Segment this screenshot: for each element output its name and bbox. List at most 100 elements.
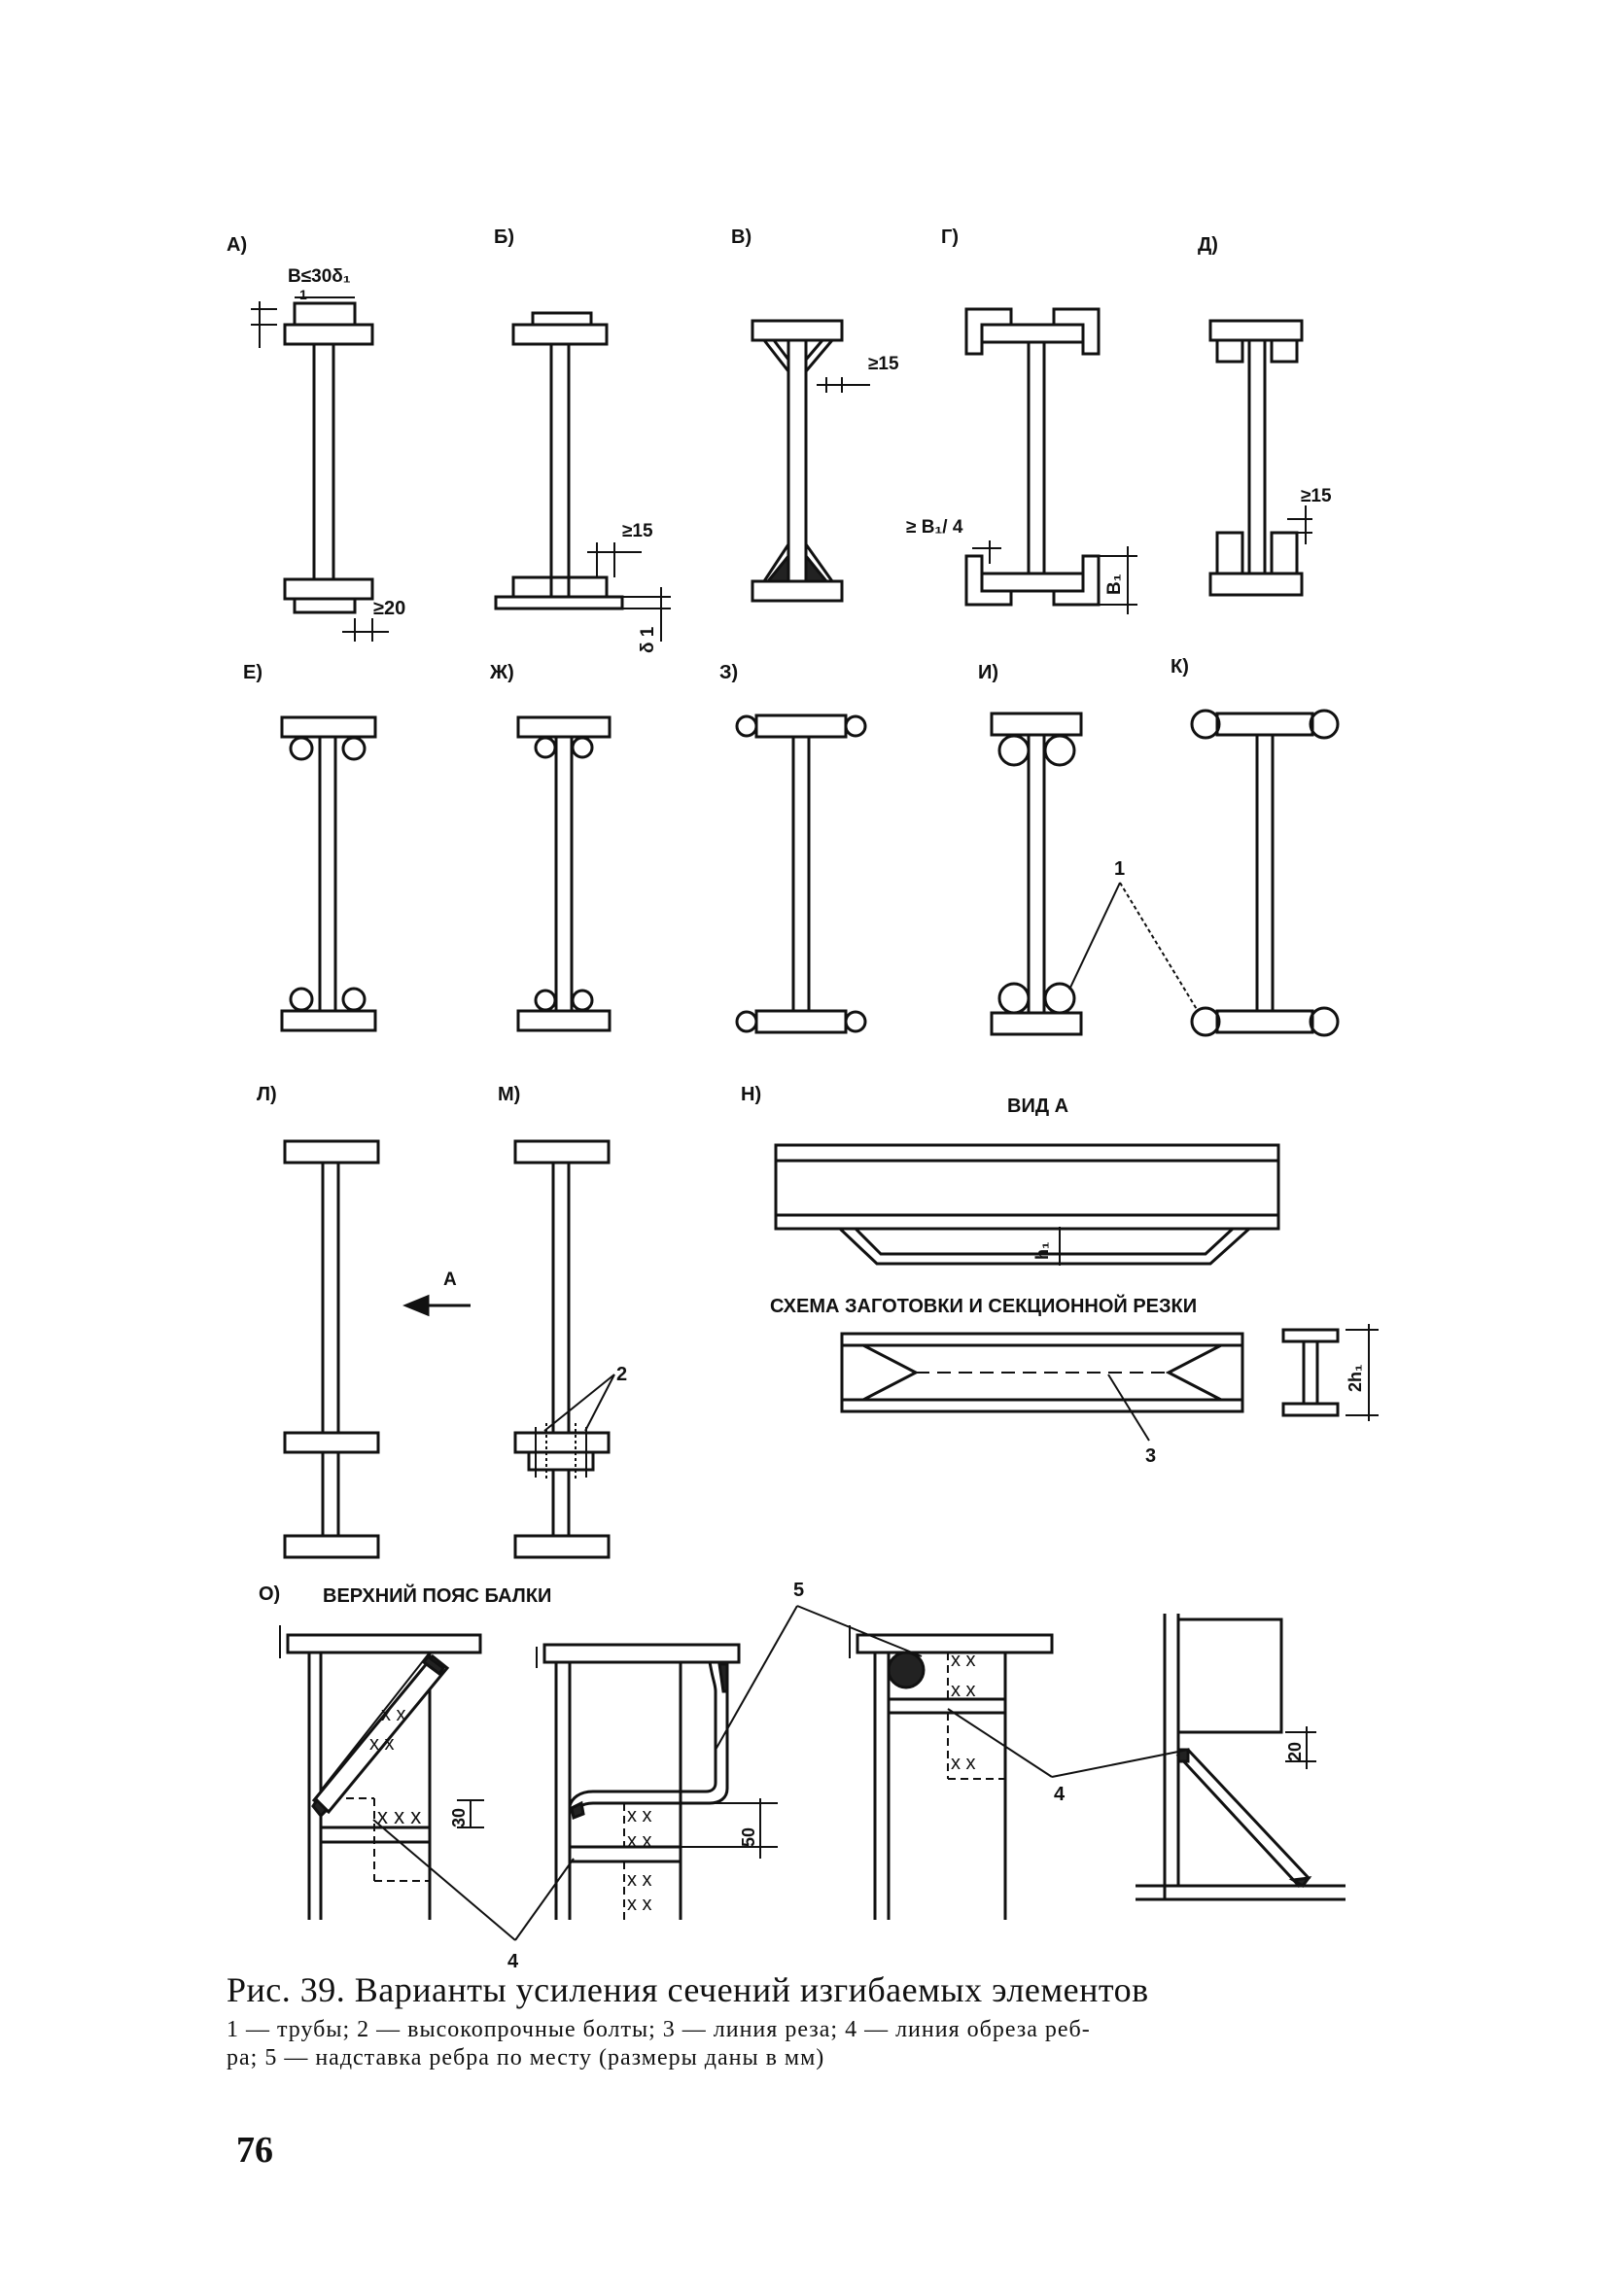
- dim-v-ge15: ≥15: [868, 354, 899, 374]
- pipe-icon: [571, 736, 594, 759]
- dim-a-width: B≤30δ₁: [288, 266, 351, 287]
- section-e: [280, 715, 377, 1032]
- dim-o-30: 30: [449, 1808, 469, 1827]
- dim-n-h1: h₁: [1032, 1242, 1052, 1260]
- pipe-icon: [289, 987, 314, 1012]
- callout-numbers: 1 2 3 4 4 5: [507, 858, 1156, 1972]
- section-i: [990, 712, 1083, 1036]
- pipe-icon: [844, 1010, 867, 1033]
- panel-label-n: Н): [741, 1084, 761, 1105]
- svg-text:x x: x x: [951, 1680, 976, 1701]
- dim-o-50: 50: [739, 1827, 758, 1847]
- arrow-a-label: А: [443, 1270, 457, 1290]
- svg-text:x x: x x: [627, 1805, 652, 1826]
- caption-legend: 1 — трубы; 2 — высокопрочные болты; 3 — …: [227, 2016, 1374, 2072]
- section-z: [735, 713, 867, 1034]
- svg-text:x x: x x: [627, 1894, 652, 1915]
- detail-o1: [279, 1625, 484, 1920]
- weld-marks-o2: x x x x x x x x: [627, 1805, 652, 1915]
- view-a-label: ВИД А: [1007, 1096, 1068, 1117]
- pipe-icon: [534, 989, 557, 1012]
- top-chord-label: ВЕРХНИЙ ПОЯС БАЛКИ: [323, 1583, 551, 1607]
- weld-marks-o3: x x x x x x: [951, 1650, 976, 1774]
- pipe-icon: [1043, 734, 1076, 767]
- panel-label-a: А): [227, 234, 247, 256]
- panel-label-o: О): [259, 1583, 280, 1605]
- panel-label-k: К): [1171, 656, 1189, 678]
- pipe-icon: [341, 987, 367, 1012]
- caption-legend-line1: 1 — трубы; 2 — высокопрочные болты; 3 — …: [227, 2017, 1091, 2042]
- section-zh: [516, 715, 612, 1032]
- detail-o3: [849, 1625, 1054, 1920]
- scheme-label: СХЕМА ЗАГОТОВКИ И СЕКЦИОННОЙ РЕЗКИ: [770, 1294, 1197, 1317]
- dim-b-delta1: δ 1: [638, 626, 658, 653]
- weld-blob-icon: [887, 1651, 926, 1689]
- dim-o-20: 20: [1285, 1742, 1305, 1761]
- svg-text:x x: x x: [369, 1733, 395, 1755]
- dim-g-geb14: ≥ B₁/ 4: [906, 517, 963, 538]
- pipe-icon: [534, 736, 557, 759]
- callout-5: 5: [793, 1580, 804, 1601]
- pipe-icon: [735, 1010, 758, 1033]
- pipe-icon: [1190, 709, 1221, 740]
- panel-labels: А) Б) В) Г) Д) Е) Ж) З) И) К) Л) М) Н) О…: [227, 226, 1218, 1605]
- dimension-labels: B≤30δ₁ 1 ≥20 ≥15 δ 1 ≥15 ≥ B₁/ 4 B₁ ≥15 …: [288, 266, 1365, 1847]
- svg-text:x x: x x: [627, 1869, 652, 1891]
- dim-b-ge15: ≥15: [622, 521, 653, 541]
- pipe-icon: [997, 982, 1031, 1015]
- callout-4a: 4: [507, 1951, 519, 1972]
- panel-label-i: И): [978, 662, 998, 683]
- panel-label-g: Г): [941, 226, 959, 248]
- callout-1: 1: [1114, 858, 1125, 880]
- section-b: [494, 311, 671, 642]
- dim-a-one: 1: [299, 287, 307, 302]
- dim-n-2h1: 2h₁: [1346, 1365, 1365, 1392]
- section-g: [964, 307, 1137, 614]
- pipe-icon: [571, 989, 594, 1012]
- pipe-icon: [735, 714, 758, 738]
- section-m: [513, 1139, 615, 1559]
- dim-g-b1: B₁: [1104, 574, 1125, 595]
- panel-label-d: Д): [1198, 234, 1218, 256]
- pipe-icon: [997, 734, 1031, 767]
- detail-o2: [536, 1643, 778, 1920]
- page-number: 76: [236, 2130, 273, 2171]
- detail-o4: [1136, 1614, 1346, 1901]
- pipe-icon: [341, 736, 367, 761]
- dim-d-ge15: ≥15: [1301, 486, 1332, 506]
- caption-legend-line2: ра; 5 — надставка ребра по месту (размер…: [227, 2045, 825, 2070]
- section-l: [283, 1139, 471, 1559]
- svg-text:x x x: x x x: [377, 1804, 421, 1828]
- svg-text:x x: x x: [951, 1650, 976, 1671]
- panel-label-l: Л): [257, 1084, 277, 1105]
- panel-label-m: М): [498, 1084, 520, 1105]
- section-k: [1190, 709, 1340, 1037]
- pipe-icon: [1309, 709, 1340, 740]
- svg-text:x x: x x: [627, 1830, 652, 1852]
- panel-label-e: Е): [243, 662, 262, 683]
- figure-caption: Рис. 39. Варианты усиления сечений изгиб…: [227, 1969, 1374, 2072]
- callout-1-leaders: [1068, 882, 1199, 1012]
- panel-label-z: З): [719, 662, 738, 683]
- callout-4-5-leaders: [372, 1605, 1189, 1941]
- dim-a-ge20: ≥20: [373, 598, 405, 619]
- section-d: [1208, 319, 1312, 597]
- pipe-icon: [1190, 1006, 1221, 1037]
- pipe-icon: [844, 714, 867, 738]
- callout-3: 3: [1145, 1445, 1156, 1467]
- svg-text:x x: x x: [951, 1753, 976, 1774]
- pipe-icon: [1043, 982, 1076, 1015]
- section-a: [251, 296, 389, 642]
- panel-label-b: Б): [494, 226, 514, 248]
- caption-title: Рис. 39. Варианты усиления сечений изгиб…: [227, 1970, 1149, 2009]
- callout-4b: 4: [1054, 1784, 1066, 1805]
- callout-2: 2: [616, 1364, 627, 1385]
- section-n: [774, 1143, 1379, 1442]
- pipe-icon: [289, 736, 314, 761]
- weld-marks-o1: x x x x x x x: [369, 1704, 421, 1828]
- svg-text:x x: x x: [381, 1704, 406, 1725]
- panel-label-v: В): [731, 226, 752, 248]
- pipe-icon: [1309, 1006, 1340, 1037]
- section-v: [751, 319, 870, 603]
